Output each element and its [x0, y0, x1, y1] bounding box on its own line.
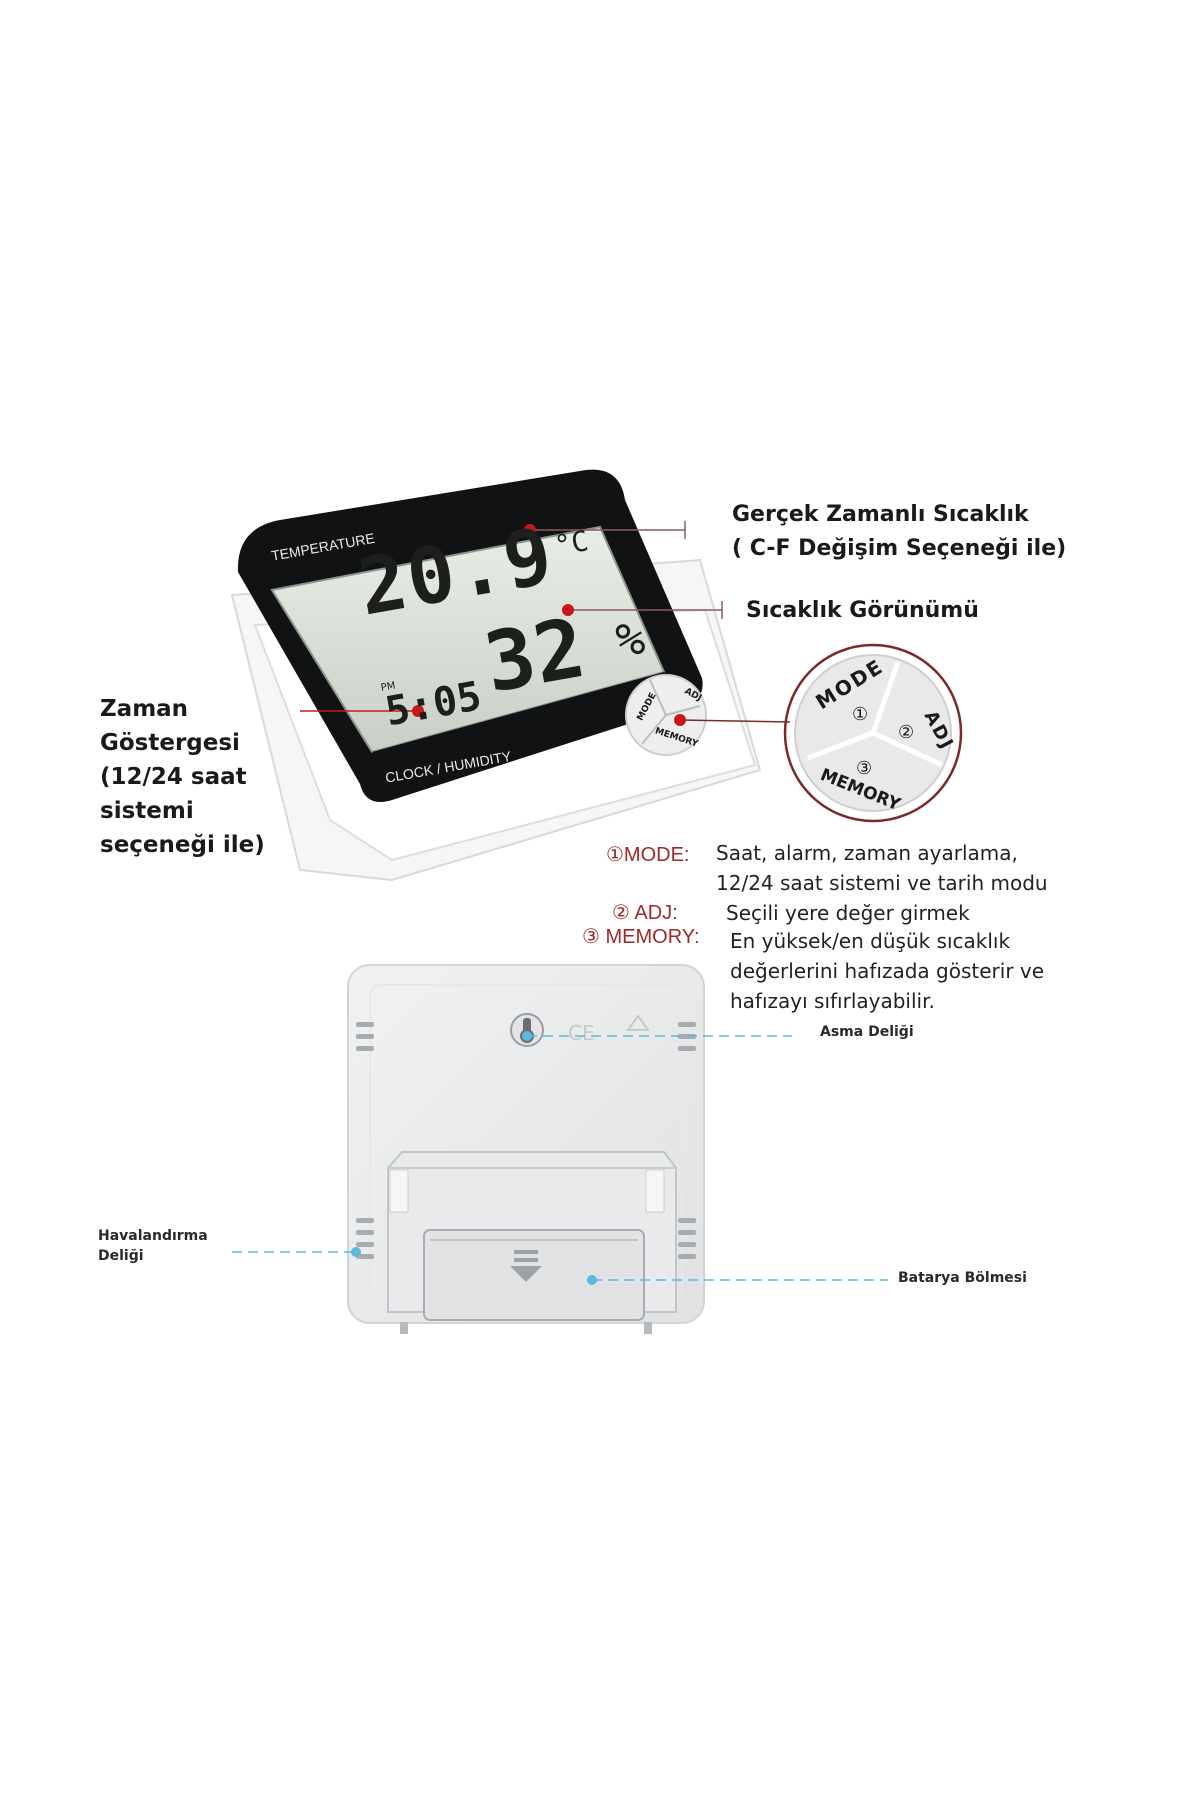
- lcd-temp-unit: °C: [552, 524, 591, 563]
- callout-line: seçeneği ile): [100, 832, 265, 858]
- legend-line: değerlerini hafızada gösterir ve: [730, 959, 1045, 983]
- hanging-hole-icon: [510, 1013, 544, 1047]
- callout-line: ( C-F Değişim Seçeneği ile): [732, 536, 1067, 561]
- legend-adj-description: Seçili yere değer girmek: [726, 901, 970, 925]
- legend-mode-key: ①MODE:: [606, 844, 690, 866]
- callout-line: sistemi: [100, 798, 194, 824]
- callout-temperature-display: Sıcaklık Görünümü: [746, 598, 979, 623]
- zoom-adj-number: ②: [898, 722, 915, 743]
- label-battery-compartment: Batarya Bölmesi: [898, 1270, 1027, 1286]
- callout-dot: [587, 1275, 597, 1285]
- legend-line: En yüksek/en düşük sıcaklık: [730, 929, 1011, 953]
- callout-line: Gerçek Zamanlı Sıcaklık: [732, 502, 1029, 527]
- callout-line: Zaman: [100, 696, 189, 722]
- legend-line: 12/24 saat sistemi ve tarih modu: [716, 871, 1048, 895]
- battery-cover: [423, 1229, 645, 1321]
- thermometer-front-device: [230, 469, 762, 882]
- label-line: Havalandırma: [98, 1228, 208, 1244]
- recycle-triangle-icon: [626, 1014, 650, 1031]
- callout-dot: [524, 524, 536, 536]
- legend-memory-key: ③ MEMORY:: [582, 926, 700, 948]
- callout-dot: [351, 1247, 361, 1257]
- legend-line: Saat, alarm, zaman ayarlama,: [716, 841, 1018, 865]
- callout-time-display: Zaman Göstergesi (12/24 saat sistemi seç…: [100, 692, 265, 862]
- callout-dot: [674, 714, 686, 726]
- label-hanging-hole: Asma Deliği: [820, 1024, 914, 1040]
- callout-dot: [562, 604, 574, 616]
- ce-mark-icon: CE: [568, 1021, 595, 1045]
- label-line: Deliği: [98, 1248, 144, 1264]
- front-buttons-panel: [625, 674, 707, 756]
- button-zoom-circle: [783, 643, 963, 823]
- label-ventilation-hole: Havalandırma Deliği: [98, 1226, 208, 1266]
- zoom-mode-number: ①: [852, 704, 869, 725]
- callout-real-time-temperature: Gerçek Zamanlı Sıcaklık ( C-F Değişim Se…: [732, 498, 1066, 566]
- lcd-humidity-value: 32: [478, 600, 592, 712]
- callout-dot: [522, 1031, 532, 1041]
- zoom-memory-number: ③: [856, 758, 873, 779]
- callout-line: Göstergesi: [100, 730, 240, 756]
- legend-memory-description: En yüksek/en düşük sıcaklık değerlerini …: [730, 926, 1044, 1016]
- arrow-down-icon: [510, 1250, 542, 1282]
- legend-mode-description: Saat, alarm, zaman ayarlama, 12/24 saat …: [716, 838, 1048, 898]
- callout-dot: [412, 705, 424, 717]
- thermometer-back-device: CE: [347, 964, 705, 1334]
- callout-lines: [232, 521, 888, 1285]
- legend-adj-key: ② ADJ:: [612, 902, 678, 924]
- callout-line: (12/24 saat: [100, 764, 247, 790]
- legend-line: hafızayı sıfırlayabilir.: [730, 989, 935, 1013]
